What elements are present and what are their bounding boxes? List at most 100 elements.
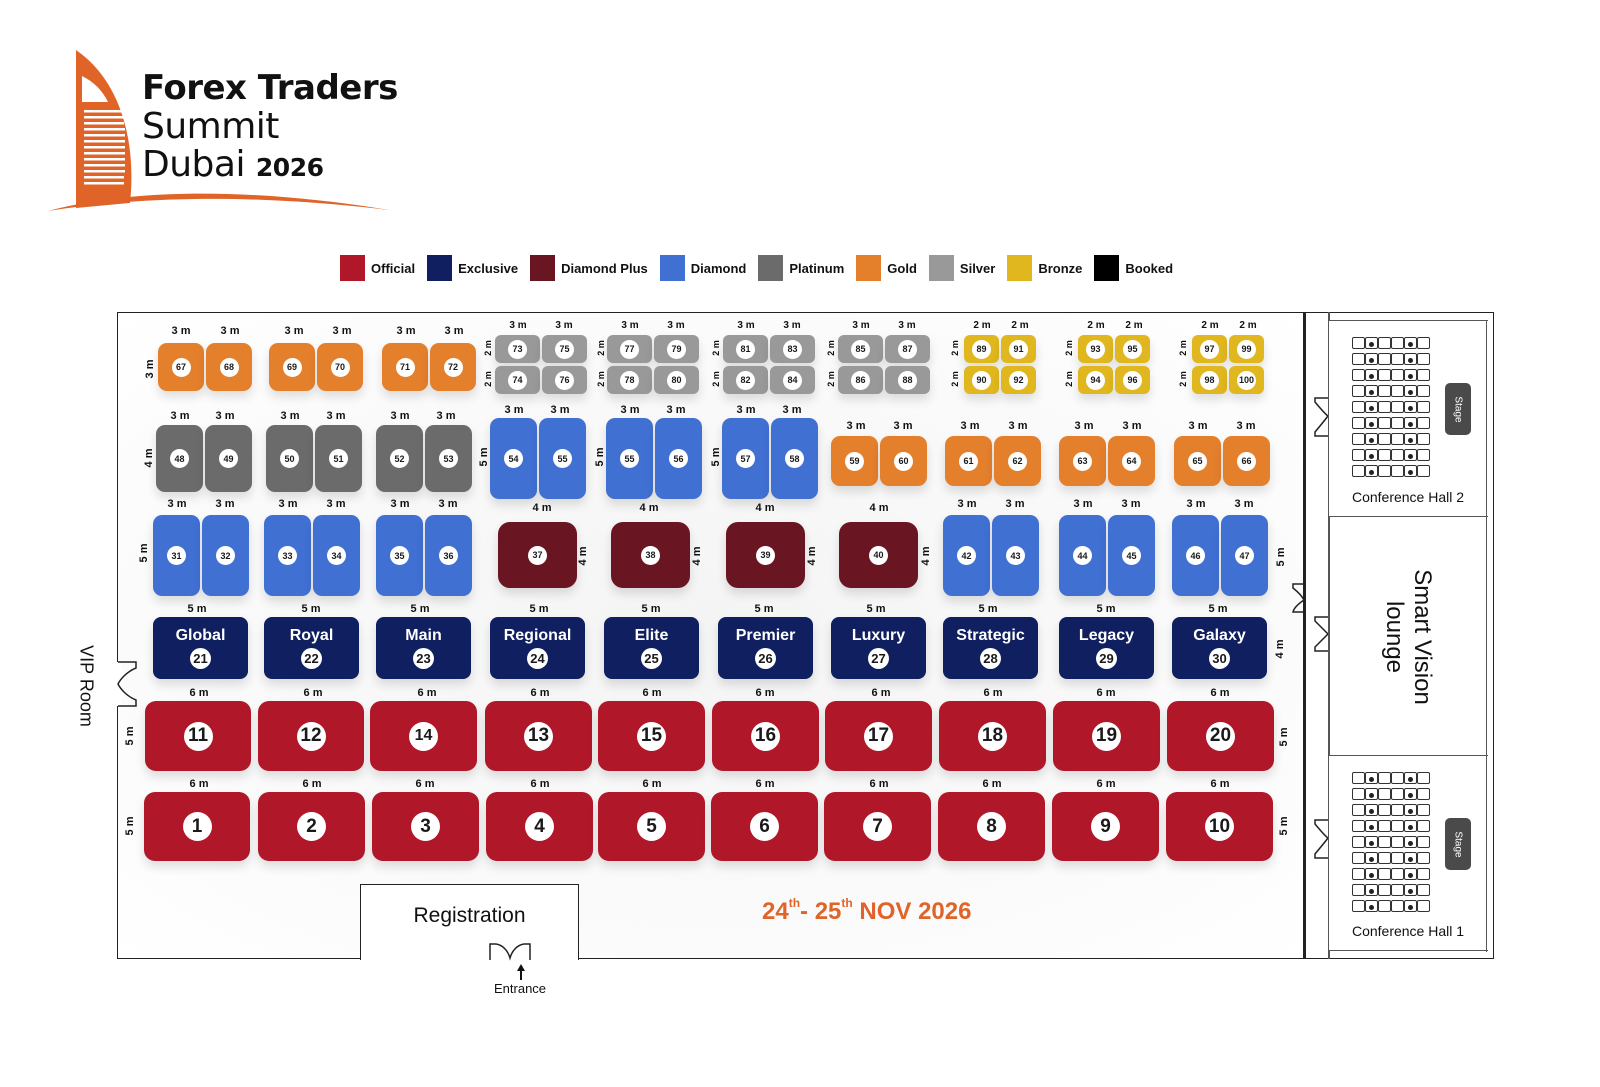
booth-81[interactable]: 81: [723, 335, 768, 363]
booth-20[interactable]: 20: [1167, 701, 1274, 771]
booth-12[interactable]: 12: [258, 701, 364, 771]
booth-83[interactable]: 83: [770, 335, 815, 363]
booth-16[interactable]: 16: [712, 701, 819, 771]
booth-42[interactable]: 42: [943, 515, 990, 596]
booth-68[interactable]: 68: [206, 343, 252, 391]
booth-51[interactable]: 51: [315, 425, 362, 492]
booth-90[interactable]: 90: [964, 366, 999, 394]
booth-91[interactable]: 91: [1001, 335, 1036, 363]
booth-36[interactable]: 36: [425, 515, 472, 596]
booth-54[interactable]: 54: [490, 418, 537, 499]
booth-49[interactable]: 49: [205, 425, 252, 492]
booth-35[interactable]: 35: [376, 515, 423, 596]
booth-100[interactable]: 100: [1229, 366, 1264, 394]
booth-46[interactable]: 46: [1172, 515, 1219, 596]
booth-87[interactable]: 87: [885, 335, 930, 363]
booth-95[interactable]: 95: [1115, 335, 1150, 363]
booth-85[interactable]: 85: [838, 335, 883, 363]
conference-hall-1[interactable]: Stage Conference Hall 1: [1328, 756, 1488, 951]
booth-14[interactable]: 14: [370, 701, 477, 771]
booth-39[interactable]: 39: [726, 522, 805, 588]
booth-40[interactable]: 40: [839, 522, 918, 588]
booth-77[interactable]: 77: [607, 335, 652, 363]
booth-65[interactable]: 65: [1174, 436, 1221, 486]
booth-13[interactable]: 13: [485, 701, 592, 771]
booth-58[interactable]: 58: [771, 418, 818, 499]
booth-47[interactable]: 47: [1221, 515, 1268, 596]
booth-64[interactable]: 64: [1108, 436, 1155, 486]
booth-82[interactable]: 82: [723, 366, 768, 394]
booth-55b[interactable]: 55: [606, 418, 653, 499]
booth-19[interactable]: 19: [1053, 701, 1160, 771]
booth-79[interactable]: 79: [654, 335, 699, 363]
booth-62[interactable]: 62: [994, 436, 1041, 486]
booth-5[interactable]: 5: [598, 792, 705, 861]
booth-43[interactable]: 43: [992, 515, 1039, 596]
booth-45[interactable]: 45: [1108, 515, 1155, 596]
booth-80[interactable]: 80: [654, 366, 699, 394]
booth-63[interactable]: 63: [1059, 436, 1106, 486]
booth-73[interactable]: 73: [495, 335, 540, 363]
booth-69[interactable]: 69: [269, 343, 315, 391]
booth-57[interactable]: 57: [722, 418, 769, 499]
booth-7[interactable]: 7: [824, 792, 931, 861]
booth-3[interactable]: 3: [372, 792, 479, 861]
booth-74[interactable]: 74: [495, 366, 540, 394]
booth-44[interactable]: 44: [1059, 515, 1106, 596]
booth-70[interactable]: 70: [317, 343, 363, 391]
booth-76[interactable]: 76: [542, 366, 587, 394]
booth-89[interactable]: 89: [964, 335, 999, 363]
booth-32[interactable]: 32: [202, 515, 249, 596]
booth-97[interactable]: 97: [1192, 335, 1227, 363]
booth-55[interactable]: 55: [539, 418, 586, 499]
booth-11[interactable]: 11: [145, 701, 251, 771]
booth-31[interactable]: 31: [153, 515, 200, 596]
booth-67[interactable]: 67: [158, 343, 204, 391]
booth-2[interactable]: 2: [258, 792, 365, 861]
booth-37[interactable]: 37: [498, 522, 577, 588]
booth-78[interactable]: 78: [607, 366, 652, 394]
booth-6[interactable]: 6: [711, 792, 818, 861]
booth-86[interactable]: 86: [838, 366, 883, 394]
booth-92[interactable]: 92: [1001, 366, 1036, 394]
booth-88[interactable]: 88: [885, 366, 930, 394]
booth-1[interactable]: 1: [144, 792, 250, 861]
booth-8[interactable]: 8: [938, 792, 1045, 861]
booth-98[interactable]: 98: [1192, 366, 1227, 394]
booth-52[interactable]: 52: [376, 425, 423, 492]
booth-94[interactable]: 94: [1078, 366, 1113, 394]
booth-10[interactable]: 10: [1166, 792, 1273, 861]
booth-66[interactable]: 66: [1223, 436, 1270, 486]
booth-75[interactable]: 75: [542, 335, 587, 363]
booth-93[interactable]: 93: [1078, 335, 1113, 363]
booth-71[interactable]: 71: [382, 343, 428, 391]
booth-9[interactable]: 9: [1052, 792, 1159, 861]
booth-60[interactable]: 60: [880, 436, 927, 486]
booth-34[interactable]: 34: [313, 515, 360, 596]
booth-33[interactable]: 33: [264, 515, 311, 596]
booth-48[interactable]: 48: [156, 425, 203, 492]
booth-4[interactable]: 4: [486, 792, 593, 861]
booth-18[interactable]: 18: [939, 701, 1046, 771]
booth-53[interactable]: 53: [425, 425, 472, 492]
booth-38[interactable]: 38: [611, 522, 690, 588]
booth-50[interactable]: 50: [266, 425, 313, 492]
booth-84[interactable]: 84: [770, 366, 815, 394]
booth-56[interactable]: 56: [655, 418, 702, 499]
booth-59[interactable]: 59: [831, 436, 878, 486]
booth-96[interactable]: 96: [1115, 366, 1150, 394]
conference-hall-2[interactable]: Stage Conference Hall 2: [1328, 320, 1488, 516]
booth-15[interactable]: 15: [598, 701, 705, 771]
booth-99[interactable]: 99: [1229, 335, 1264, 363]
booth-72[interactable]: 72: [430, 343, 476, 391]
